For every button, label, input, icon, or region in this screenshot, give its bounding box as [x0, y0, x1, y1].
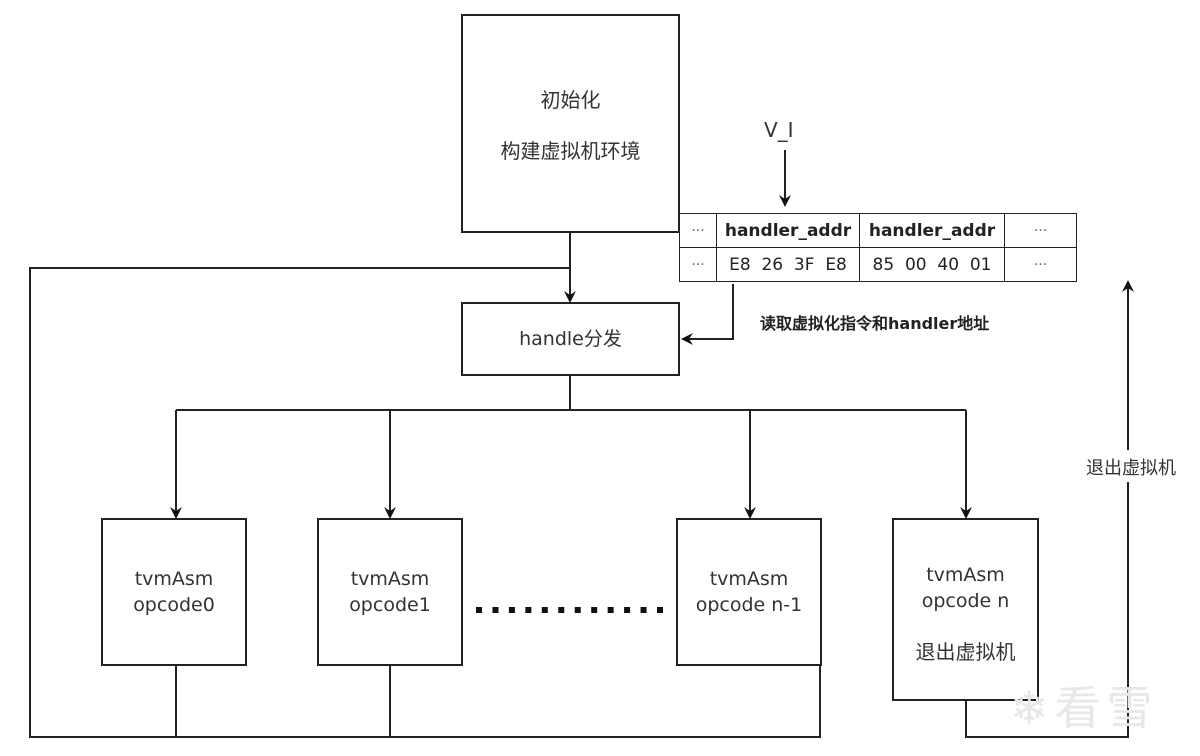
watermark-text: 看雪	[1054, 681, 1159, 735]
snowflake-icon: ❄	[1010, 681, 1055, 735]
opcode-line1: tvmAsm	[709, 568, 789, 590]
opcode-line1: tvmAsm	[926, 564, 1005, 586]
opcode-line2: opcode0	[133, 594, 215, 616]
opcode-line1: tvmAsm	[350, 568, 430, 590]
table-cell: E8 26 3F E8	[716, 247, 860, 282]
table-cell: 85 00 40 01	[859, 247, 1005, 282]
opcode-n-box: tvmAsm opcode n 退出虚拟机	[892, 518, 1039, 701]
init-title: 初始化	[540, 87, 601, 112]
vi-label: V_I	[764, 118, 794, 142]
dispatch-label: handle分发	[519, 328, 622, 350]
opcode-line1: tvmAsm	[134, 568, 214, 590]
ellipsis-dot	[624, 607, 631, 613]
table-row: ··· E8 26 3F E8 85 00 40 01 ···	[679, 247, 1077, 282]
table-cell: ···	[1004, 247, 1077, 282]
dispatch-box: handle分发	[461, 302, 680, 376]
ellipsis-dot	[657, 607, 663, 613]
watermark: ❄看雪	[1010, 672, 1159, 738]
table-cell: handler_addr	[716, 213, 860, 248]
ellipsis-dots	[476, 607, 663, 613]
table-cell: ···	[1004, 213, 1077, 248]
opcode0-box: tvmAsm opcode0	[101, 518, 247, 666]
opcode1-box: tvmAsm opcode1	[317, 518, 463, 666]
opcode-n-1-box: tvmAsm opcode n-1	[676, 518, 822, 666]
opcode-line2: opcode1	[349, 594, 431, 616]
opcode-exit-label: 退出虚拟机	[915, 640, 1016, 664]
opcode-line2: opcode n-1	[695, 594, 803, 616]
table-cell: ···	[679, 213, 717, 248]
read-handler-arrow	[681, 284, 734, 345]
ellipsis-dot	[574, 607, 581, 613]
opcode-line2: opcode n	[921, 590, 1010, 612]
ellipsis-dot	[607, 607, 614, 613]
init-subtitle: 构建虚拟机环境	[500, 138, 641, 163]
ellipsis-dot	[591, 607, 598, 613]
ellipsis-dot	[508, 607, 515, 613]
init-box: 初始化 构建虚拟机环境	[461, 14, 680, 233]
loop-back-line	[29, 267, 821, 738]
ellipsis-dot	[525, 607, 532, 613]
ellipsis-dot	[640, 607, 647, 613]
exit-vm-label: 退出虚拟机	[1086, 452, 1176, 482]
ellipsis-dot	[558, 607, 565, 613]
table-cell: ···	[679, 247, 717, 282]
table-cell: handler_addr	[859, 213, 1005, 248]
read-handler-label: 读取虚拟化指令和handler地址	[760, 314, 990, 333]
ellipsis-dot	[541, 607, 548, 613]
exit-path-line	[965, 480, 1129, 738]
ellipsis-dot	[492, 607, 499, 613]
handler-memory-table: ··· handler_addr handler_addr ··· ··· E8…	[679, 213, 1077, 282]
table-row: ··· handler_addr handler_addr ···	[679, 213, 1077, 248]
ellipsis-dot	[476, 607, 482, 613]
